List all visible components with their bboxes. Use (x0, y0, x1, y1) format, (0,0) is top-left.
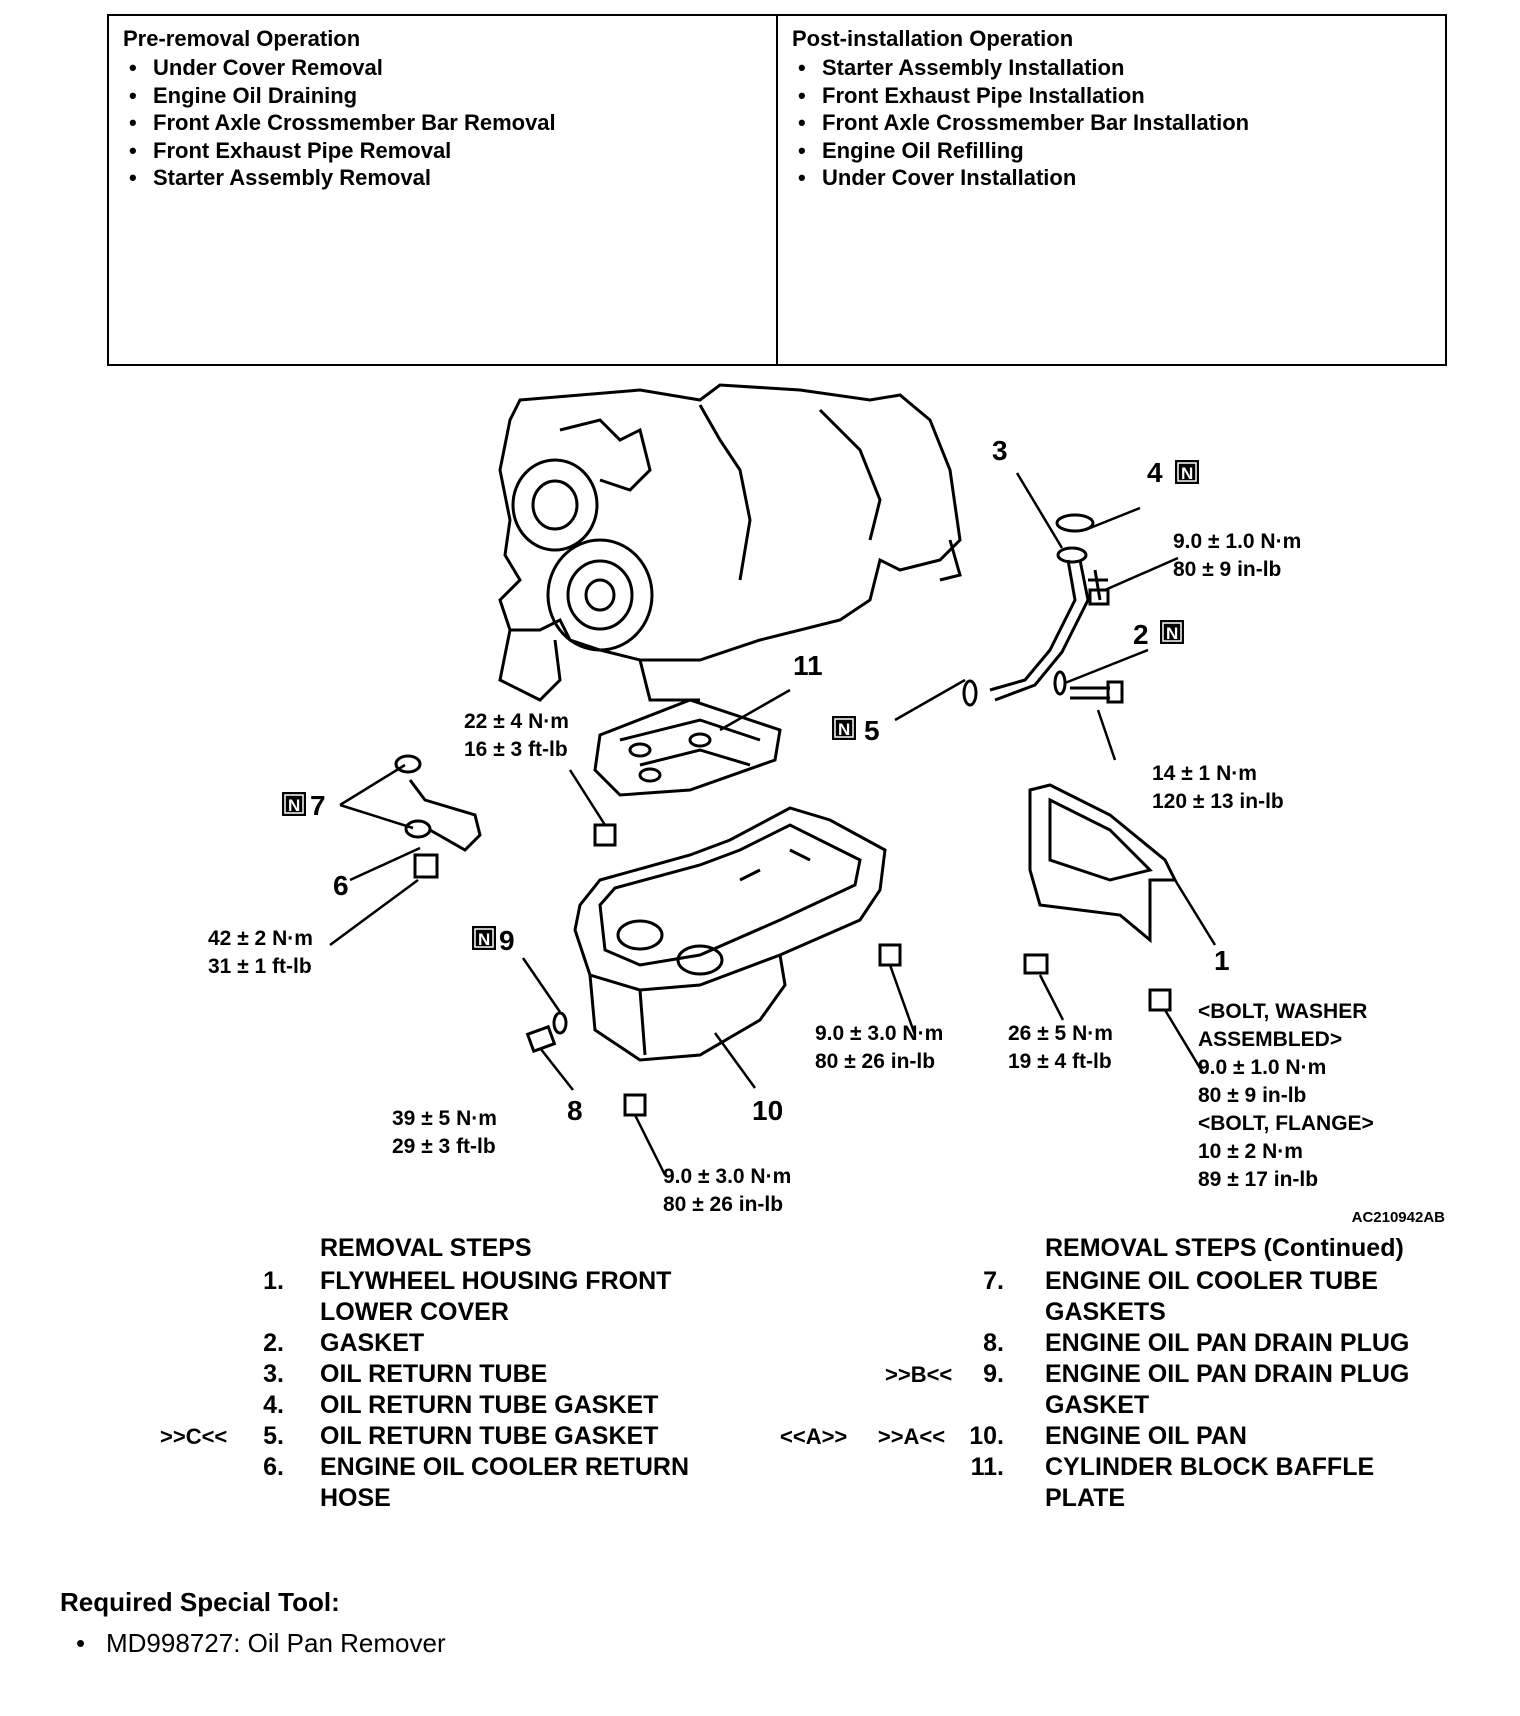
torque-spec-label: 22 ± 4 N·m (464, 710, 569, 733)
oil-return-tube-illustration (962, 513, 1124, 707)
list-item: >>C<< 5. OIL RETURN TUBE GASKET (160, 1422, 659, 1450)
new-part-badge: N (471, 925, 497, 951)
oil-pan-illustration (573, 806, 887, 1062)
special-tool-list: MD998727: Oil Pan Remover (76, 1628, 446, 1659)
operations-table: Pre-removal Operation Under Cover Remova… (107, 14, 1447, 366)
torque-spec-label: 39 ± 5 N·m (392, 1107, 497, 1130)
callout-3: 3 (992, 435, 1008, 466)
torque-spec-label: 19 ± 4 ft-lb (1008, 1050, 1112, 1073)
callout-4: 4 (1147, 457, 1163, 488)
new-part-badge: N (1159, 619, 1185, 645)
baffle-plate-illustration (593, 698, 782, 797)
oil-pan-exploded-diagram: 3 4 2 5 11 7 6 9 8 10 1 N N N N N 9.0 ± … (208, 383, 1446, 1226)
torque-spec-label: 16 ± 3 ft-lb (464, 738, 568, 761)
list-item: Starter Assembly Installation (792, 54, 1431, 82)
callout-6: 6 (333, 870, 349, 901)
list-item: Starter Assembly Removal (123, 164, 762, 192)
list-item: Under Cover Removal (123, 54, 762, 82)
figure-id: AC210942AB (1352, 1209, 1446, 1226)
list-item: Front Axle Crossmember Bar Installation (792, 109, 1431, 137)
torque-spec-label: 26 ± 5 N·m (1008, 1022, 1113, 1045)
list-item: Under Cover Installation (792, 164, 1431, 192)
torque-spec-label: 14 ± 1 N·m (1152, 762, 1257, 785)
list-item: Front Exhaust Pipe Removal (123, 137, 762, 165)
cooler-hose-illustration (394, 754, 482, 879)
list-item: Engine Oil Draining (123, 82, 762, 110)
callout-5: 5 (864, 715, 880, 746)
torque-spec-label: <BOLT, FLANGE> (1198, 1112, 1374, 1135)
torque-spec-label: 9.0 ± 1.0 N·m (1198, 1056, 1326, 1079)
callout-8: 8 (567, 1095, 583, 1126)
torque-spec-label: 80 ± 26 in-lb (663, 1193, 783, 1216)
special-tool-title: Required Special Tool: (60, 1587, 340, 1617)
flywheel-cover-illustration (1028, 783, 1178, 944)
callout-11: 11 (793, 650, 823, 681)
list-item: <<A>> >>A<< 10. ENGINE OIL PAN (780, 1422, 1247, 1450)
list-item: 2. GASKET (263, 1329, 425, 1357)
list-item: 11. CYLINDER BLOCK BAFFLE PLATE (970, 1453, 1375, 1512)
removal-steps-continued: REMOVAL STEPS (Continued) 7. ENGINE OIL … (780, 1233, 1480, 1514)
list-item: 3. OIL RETURN TUBE (263, 1360, 548, 1388)
new-part-badge: N (281, 791, 307, 817)
torque-spec-label: 80 ± 26 in-lb (815, 1050, 935, 1073)
post-installation-list: Starter Assembly Installation Front Exha… (792, 54, 1431, 192)
list-item: >>B<< 9. ENGINE OIL PAN DRAIN PLUG GASKE… (885, 1360, 1410, 1419)
svg-text:N: N (288, 796, 300, 815)
svg-text:N: N (838, 720, 850, 739)
torque-spec-label: <BOLT, WASHER (1198, 1000, 1367, 1023)
pre-removal-title: Pre-removal Operation (123, 26, 361, 51)
torque-spec-label: 9.0 ± 1.0 N·m (1173, 530, 1301, 553)
svg-text:N: N (1166, 624, 1178, 643)
torque-spec-label: 80 ± 9 in-lb (1173, 558, 1281, 581)
removal-steps: REMOVAL STEPS 1. FLYWHEEL HOUSING FRONT … (160, 1233, 720, 1514)
list-item: 4. OIL RETURN TUBE GASKET (263, 1391, 659, 1419)
callout-2: 2 (1133, 619, 1149, 650)
callout-10: 10 (752, 1095, 783, 1126)
new-part-badge: N (831, 715, 857, 741)
torque-spec-label: 29 ± 3 ft-lb (392, 1135, 496, 1158)
callout-9: 9 (499, 925, 515, 956)
torque-spec-label: 9.0 ± 3.0 N·m (663, 1165, 791, 1188)
torque-spec-label: 10 ± 2 N·m (1198, 1140, 1303, 1163)
new-part-badge: N (1174, 459, 1200, 485)
callout-7: 7 (310, 790, 326, 821)
torque-spec-label: 80 ± 9 in-lb (1198, 1084, 1306, 1107)
removal-steps-continued-heading: REMOVAL STEPS (Continued) (1045, 1234, 1404, 1262)
post-installation-title: Post-installation Operation (792, 26, 1074, 51)
engine-block-illustration (498, 383, 962, 702)
post-installation-column: Post-installation Operation Starter Asse… (776, 16, 1445, 364)
pre-removal-column: Pre-removal Operation Under Cover Remova… (109, 16, 776, 364)
torque-spec-label: 42 ± 2 N·m (208, 927, 313, 950)
torque-spec-label: 120 ± 13 in-lb (1152, 790, 1284, 813)
pre-removal-list: Under Cover Removal Engine Oil Draining … (123, 54, 762, 192)
list-item: Engine Oil Refilling (792, 137, 1431, 165)
torque-spec-label: 31 ± 1 ft-lb (208, 955, 312, 978)
list-item: Front Axle Crossmember Bar Removal (123, 109, 762, 137)
removal-steps-heading: REMOVAL STEPS (320, 1234, 532, 1262)
torque-spec-label: 9.0 ± 3.0 N·m (815, 1022, 943, 1045)
torque-spec-label: 89 ± 17 in-lb (1198, 1168, 1318, 1191)
list-item: 8. ENGINE OIL PAN DRAIN PLUG (983, 1329, 1410, 1357)
leader-lines (329, 472, 1217, 1176)
callout-1: 1 (1214, 945, 1230, 976)
list-item: 6. ENGINE OIL COOLER RETURN HOSE (263, 1453, 690, 1512)
list-item: MD998727: Oil Pan Remover (76, 1628, 446, 1659)
list-item: 1. FLYWHEEL HOUSING FRONT LOWER COVER (263, 1267, 672, 1326)
bolt-illustrations (525, 823, 1172, 1117)
svg-text:N: N (478, 930, 490, 949)
svg-text:N: N (1181, 464, 1193, 483)
list-item: 7. ENGINE OIL COOLER TUBE GASKETS (983, 1267, 1378, 1326)
list-item: Front Exhaust Pipe Installation (792, 82, 1431, 110)
torque-spec-label: ASSEMBLED> (1198, 1028, 1342, 1051)
